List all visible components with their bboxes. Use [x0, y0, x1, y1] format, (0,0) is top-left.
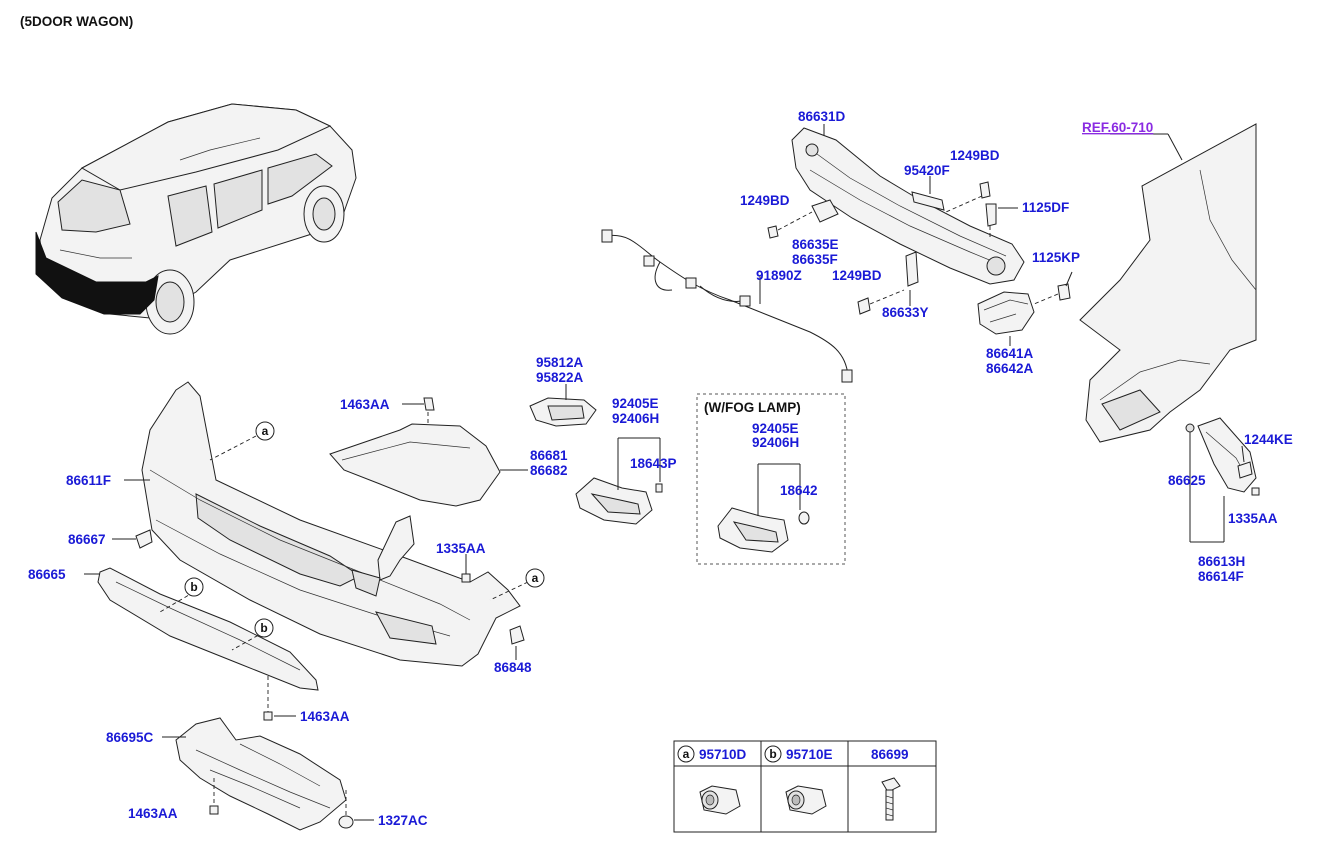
bracket-86633y-part [905, 251, 919, 287]
fog-lamp-part [717, 463, 810, 553]
legend-col2-part: 95710E [786, 747, 833, 762]
garnish-strip-part [97, 567, 319, 691]
label-1125DF: 1125DF [1022, 200, 1069, 215]
label-86665: 86665 [28, 567, 66, 582]
clip-1463aa-mid-part [263, 676, 296, 721]
label-1463AA-mid: 1463AA [300, 709, 350, 724]
clip-1335aa-mid-part [461, 554, 471, 583]
label-95420F: 95420F [904, 163, 950, 178]
label-91890Z: 91890Z [756, 268, 802, 283]
label-86613H: 86613H [1198, 554, 1245, 569]
label-92405E: 92405E [612, 396, 659, 411]
label-1327AC: 1327AC [378, 813, 428, 828]
rear-bumper-cover-part [141, 381, 521, 667]
legend-col1-letter-circle [677, 745, 695, 763]
label-1249BD-mid: 1249BD [832, 268, 882, 283]
bracket-95420f-part [911, 191, 945, 211]
callout-b-lower-letter: b [260, 621, 267, 635]
legend-col1-part: 95710D [699, 747, 747, 762]
label-86633Y: 86633Y [882, 305, 929, 320]
label-86848: 86848 [494, 660, 532, 675]
label-1249BD-top: 1249BD [950, 148, 1000, 163]
rear-fender-reference-part [1079, 123, 1257, 443]
callout-b-upper [184, 577, 204, 597]
label-1463AA-bottom: 1463AA [128, 806, 178, 821]
label-18643P: 18643P [630, 456, 677, 471]
parking-sensor-icon [699, 785, 741, 815]
bolt-1249bd-top-part [945, 181, 991, 213]
label-18642: 18642 [780, 483, 818, 498]
label-92406H: 92406H [612, 411, 659, 426]
wiring-harness-part [601, 229, 853, 383]
bolt-1125kp-part [1033, 271, 1073, 305]
under-cover-panel-part [175, 717, 347, 831]
label-86635E: 86635E [792, 237, 839, 252]
label-1125KP: 1125KP [1032, 250, 1080, 265]
label-ref-60-710: REF.60-710 [1082, 120, 1153, 135]
legend-col2-letter: b [769, 747, 776, 761]
label-86611F: 86611F [66, 473, 111, 488]
bolt-1125df-part [985, 203, 1018, 238]
nut-86848-part [509, 625, 525, 660]
clip-1463aa-bottom-part [209, 778, 219, 815]
tow-hook-bracket-part [977, 291, 1035, 346]
label-86695C: 86695C [106, 730, 154, 745]
radar-sensor-module-part [529, 384, 597, 427]
label-86667: 86667 [68, 532, 106, 547]
reflector-86667-part [135, 529, 153, 549]
nut-1327ac-part [338, 790, 374, 829]
label-86641A: 86641A [986, 346, 1034, 361]
label-1244KE: 1244KE [1244, 432, 1293, 447]
label-86631D: 86631D [798, 109, 846, 124]
legend-col2-letter-circle [764, 745, 782, 763]
callout-a-lower-letter: a [532, 571, 539, 585]
label-1335AA-mid: 1335AA [436, 541, 486, 556]
fog-lamp-option-box [696, 393, 846, 565]
label-86625: 86625 [1168, 473, 1206, 488]
clip-1335aa-right-part [1251, 487, 1260, 496]
label-86681: 86681 [530, 448, 568, 463]
callout-b-lower [254, 618, 274, 638]
label-86635F: 86635F [792, 252, 838, 267]
legend-table: a 95710D b 95710E 86699 [673, 740, 937, 833]
label-86682: 86682 [530, 463, 568, 478]
rear-bumper-beam-part [791, 127, 1025, 285]
label-1249BD-left: 1249BD [740, 193, 790, 208]
legend-col3-part: 86699 [871, 747, 909, 762]
bolt-icon [881, 777, 901, 821]
label-86642A: 86642A [986, 361, 1034, 376]
vehicle-illustration [35, 103, 357, 335]
bolt-1249bd-mid-part [857, 289, 905, 315]
diagram-title: (5DOOR WAGON) [20, 14, 133, 29]
fog-lamp-box-title: (W/FOG LAMP) [704, 400, 801, 415]
bolt-1249bd-left-part [767, 211, 813, 239]
bracket-86635-part [811, 199, 839, 223]
callout-a-upper [255, 421, 275, 441]
label-1335AA-right: 1335AA [1228, 511, 1278, 526]
rear-reflex-lamp-part [575, 437, 663, 525]
callout-a-lower [525, 568, 545, 588]
label-92406H-fog: 92406H [752, 435, 799, 450]
label-95822A: 95822A [536, 370, 584, 385]
callout-a-upper-letter: a [262, 424, 269, 438]
bumper-end-cover-part [329, 423, 501, 507]
label-1463AA-top: 1463AA [340, 397, 390, 412]
clip-1463aa-top-part [402, 397, 435, 430]
label-92405E-fog: 92405E [752, 421, 799, 436]
label-86614F: 86614F [1198, 569, 1244, 584]
legend-col1-letter: a [683, 747, 690, 761]
callout-b-upper-letter: b [190, 580, 197, 594]
bolt-1244ke-part [1237, 445, 1253, 479]
parking-sensor-icon [785, 785, 827, 815]
label-95812A: 95812A [536, 355, 584, 370]
